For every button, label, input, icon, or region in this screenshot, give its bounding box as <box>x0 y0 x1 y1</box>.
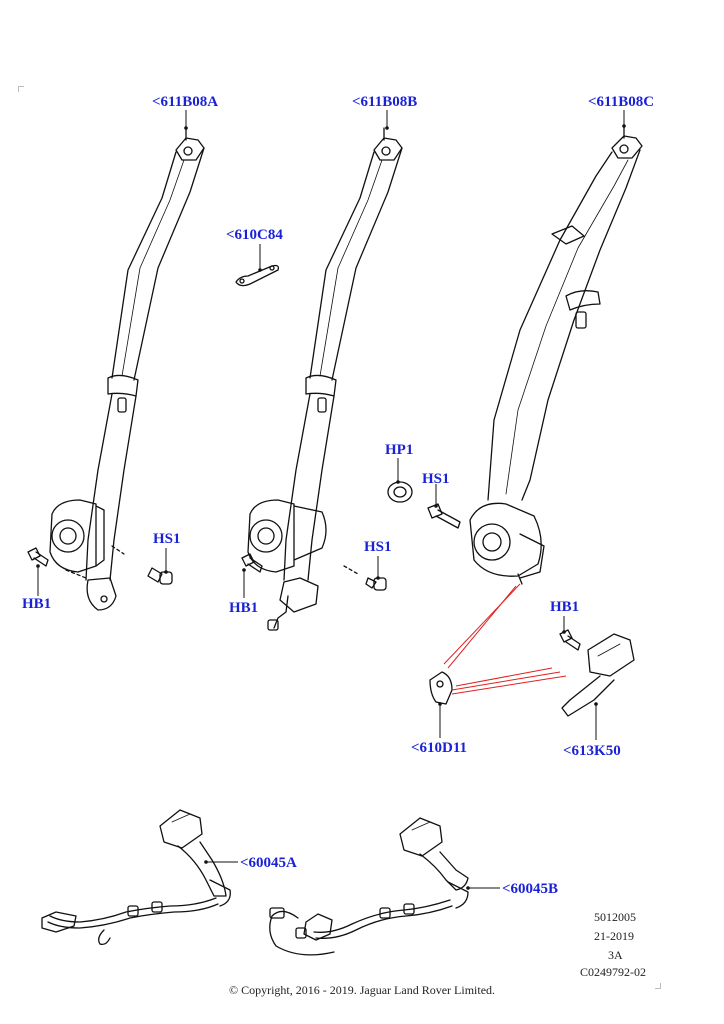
grommet-hp1[interactable] <box>387 481 413 503</box>
screw-hs1-right[interactable] <box>427 503 461 529</box>
diagram-date: 21-2019 <box>594 929 634 943</box>
callout-60045b[interactable]: <60045B <box>502 881 559 897</box>
leader-lines <box>37 110 625 889</box>
callout-hb1-right[interactable]: HB1 <box>550 599 580 615</box>
callout-hb1-left[interactable]: HB1 <box>22 596 52 612</box>
screw-hs1-left[interactable] <box>147 567 173 585</box>
diagram-id: C0249792-02 <box>580 965 646 979</box>
callout-hs1-middle[interactable]: HS1 <box>364 539 392 555</box>
buckle-613k50[interactable] <box>561 633 635 717</box>
red-leader-lines <box>443 583 567 695</box>
bracket-610d11[interactable] <box>429 671 453 705</box>
seat-belt-middle[interactable] <box>247 127 403 631</box>
callout-60045a[interactable]: <60045A <box>240 855 297 871</box>
buckle-harness-60045b[interactable] <box>269 817 469 956</box>
corner-mark-top-left <box>18 86 24 92</box>
buckle-harness-60045a[interactable] <box>41 809 231 946</box>
copyright-notice: © Copyright, 2016 - 2019. Jaguar Land Ro… <box>228 983 496 997</box>
callout-613k50[interactable]: <613K50 <box>563 743 621 759</box>
callout-hs1-left[interactable]: HS1 <box>153 531 181 547</box>
callout-610d11[interactable]: <610D11 <box>411 740 468 756</box>
bolt-hb1-left[interactable] <box>27 547 49 567</box>
callout-hs1-right[interactable]: HS1 <box>422 471 450 487</box>
leader-dots <box>36 124 626 890</box>
callout-hp1[interactable]: HP1 <box>385 442 414 458</box>
callout-611b08b[interactable]: <611B08B <box>352 94 418 110</box>
callout-611b08c[interactable]: <611B08C <box>588 94 655 110</box>
seat-belt-right[interactable] <box>469 125 643 585</box>
corner-mark-bottom-right <box>655 983 661 989</box>
seat-belt-left[interactable] <box>49 127 205 611</box>
diagram-code: 5012005 <box>594 910 636 924</box>
bolt-hb1-middle[interactable] <box>241 553 263 573</box>
callout-hb1-middle[interactable]: HB1 <box>229 600 259 616</box>
callout-611b08a[interactable]: <611B08A <box>152 94 219 110</box>
callout-610c84[interactable]: <610C84 <box>226 227 283 243</box>
screw-hs1-middle[interactable] <box>365 577 387 591</box>
diagram-revision: 3A <box>608 948 623 962</box>
hook-610c84[interactable] <box>235 264 280 287</box>
